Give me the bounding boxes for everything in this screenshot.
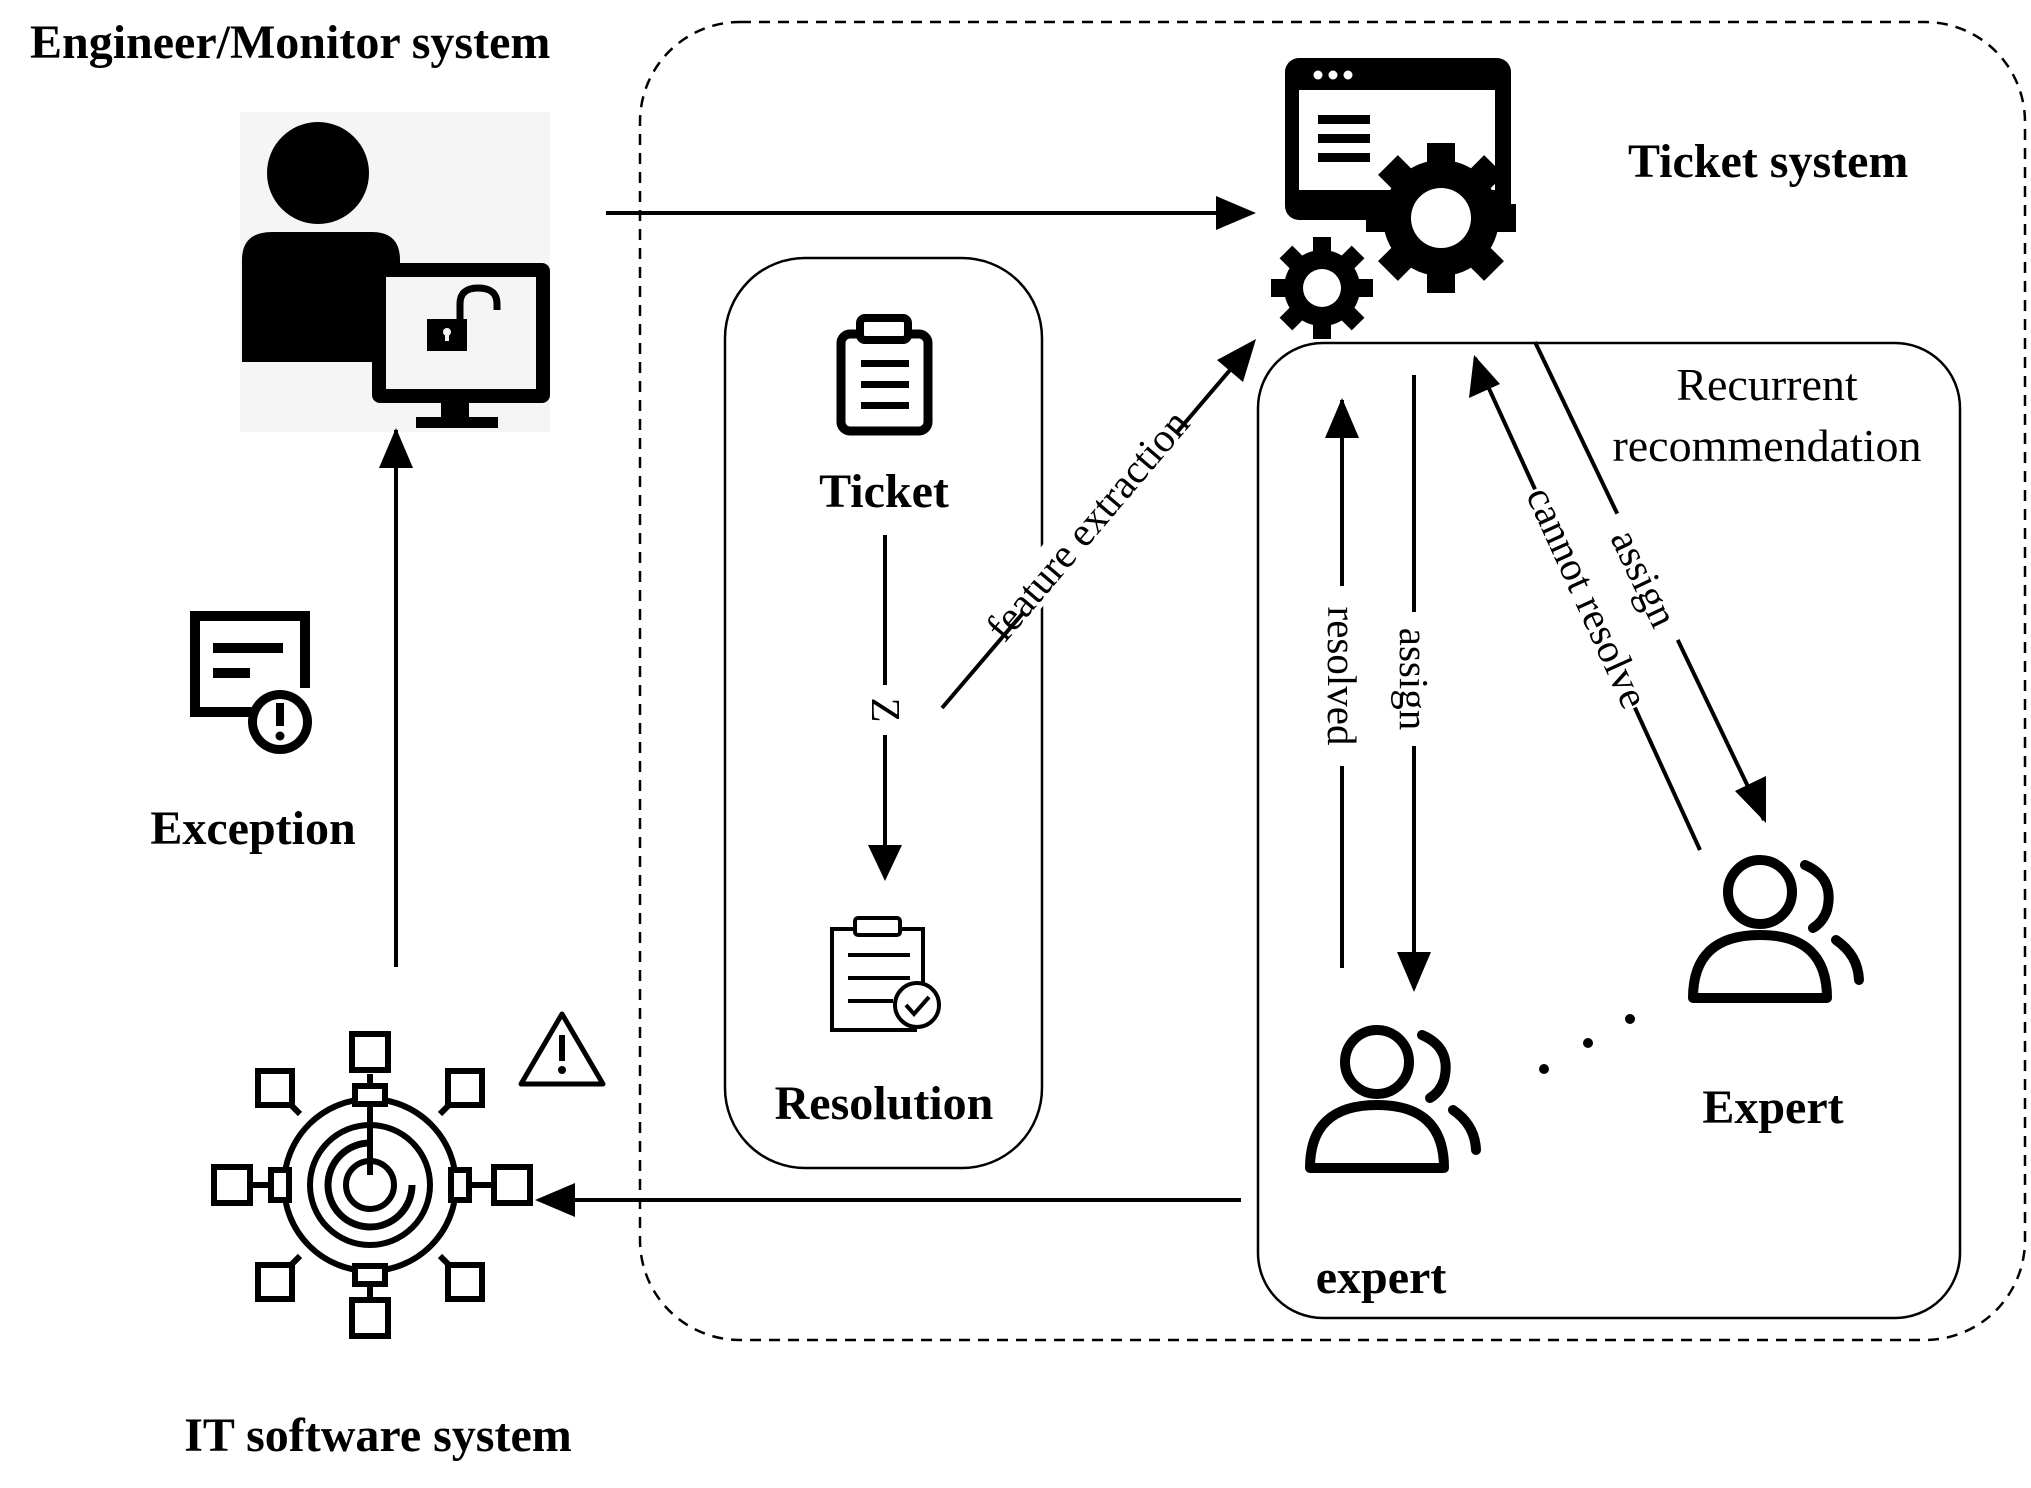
feature-extraction-label: feature extraction — [977, 400, 1199, 649]
exception-document-icon — [190, 611, 312, 754]
assign-inner-label: assign — [1391, 628, 1437, 731]
ticket-system-boundary — [638, 20, 2027, 1342]
ticket-resolution-panel — [723, 256, 1044, 1170]
clipboard-icon — [836, 314, 933, 436]
expert-group-icon — [1305, 1025, 1481, 1173]
expert-lower-label: expert — [1316, 1251, 1447, 1304]
ticket-system-icon — [1271, 58, 1516, 339]
it-software-gear-icon — [211, 1031, 533, 1339]
expert-panel — [1256, 341, 1962, 1320]
exception-label: Exception — [150, 802, 355, 855]
recurrent-recommendation-label: Recurrent — [1676, 359, 1858, 410]
resolution-label: Resolution — [775, 1077, 994, 1130]
resolved-label: resolved — [1319, 607, 1365, 746]
expert-group-icon — [1688, 855, 1864, 1003]
recurrent-recommendation-label-line2: recommendation — [1612, 420, 1921, 471]
warning-icon — [518, 1011, 606, 1087]
it-software-system-label: IT software system — [184, 1409, 572, 1462]
user-monitor-icon — [240, 112, 550, 432]
z-label: Z — [863, 697, 909, 722]
resolution-clipboard-icon — [830, 916, 941, 1032]
engineer-system-label: Engineer/Monitor system — [30, 16, 550, 69]
ticket-system-label: Ticket system — [1628, 135, 1908, 188]
ticket-label: Ticket — [819, 465, 949, 518]
expert-upper-label: Expert — [1702, 1081, 1843, 1134]
ellipsis-dots — [1539, 1014, 1635, 1074]
